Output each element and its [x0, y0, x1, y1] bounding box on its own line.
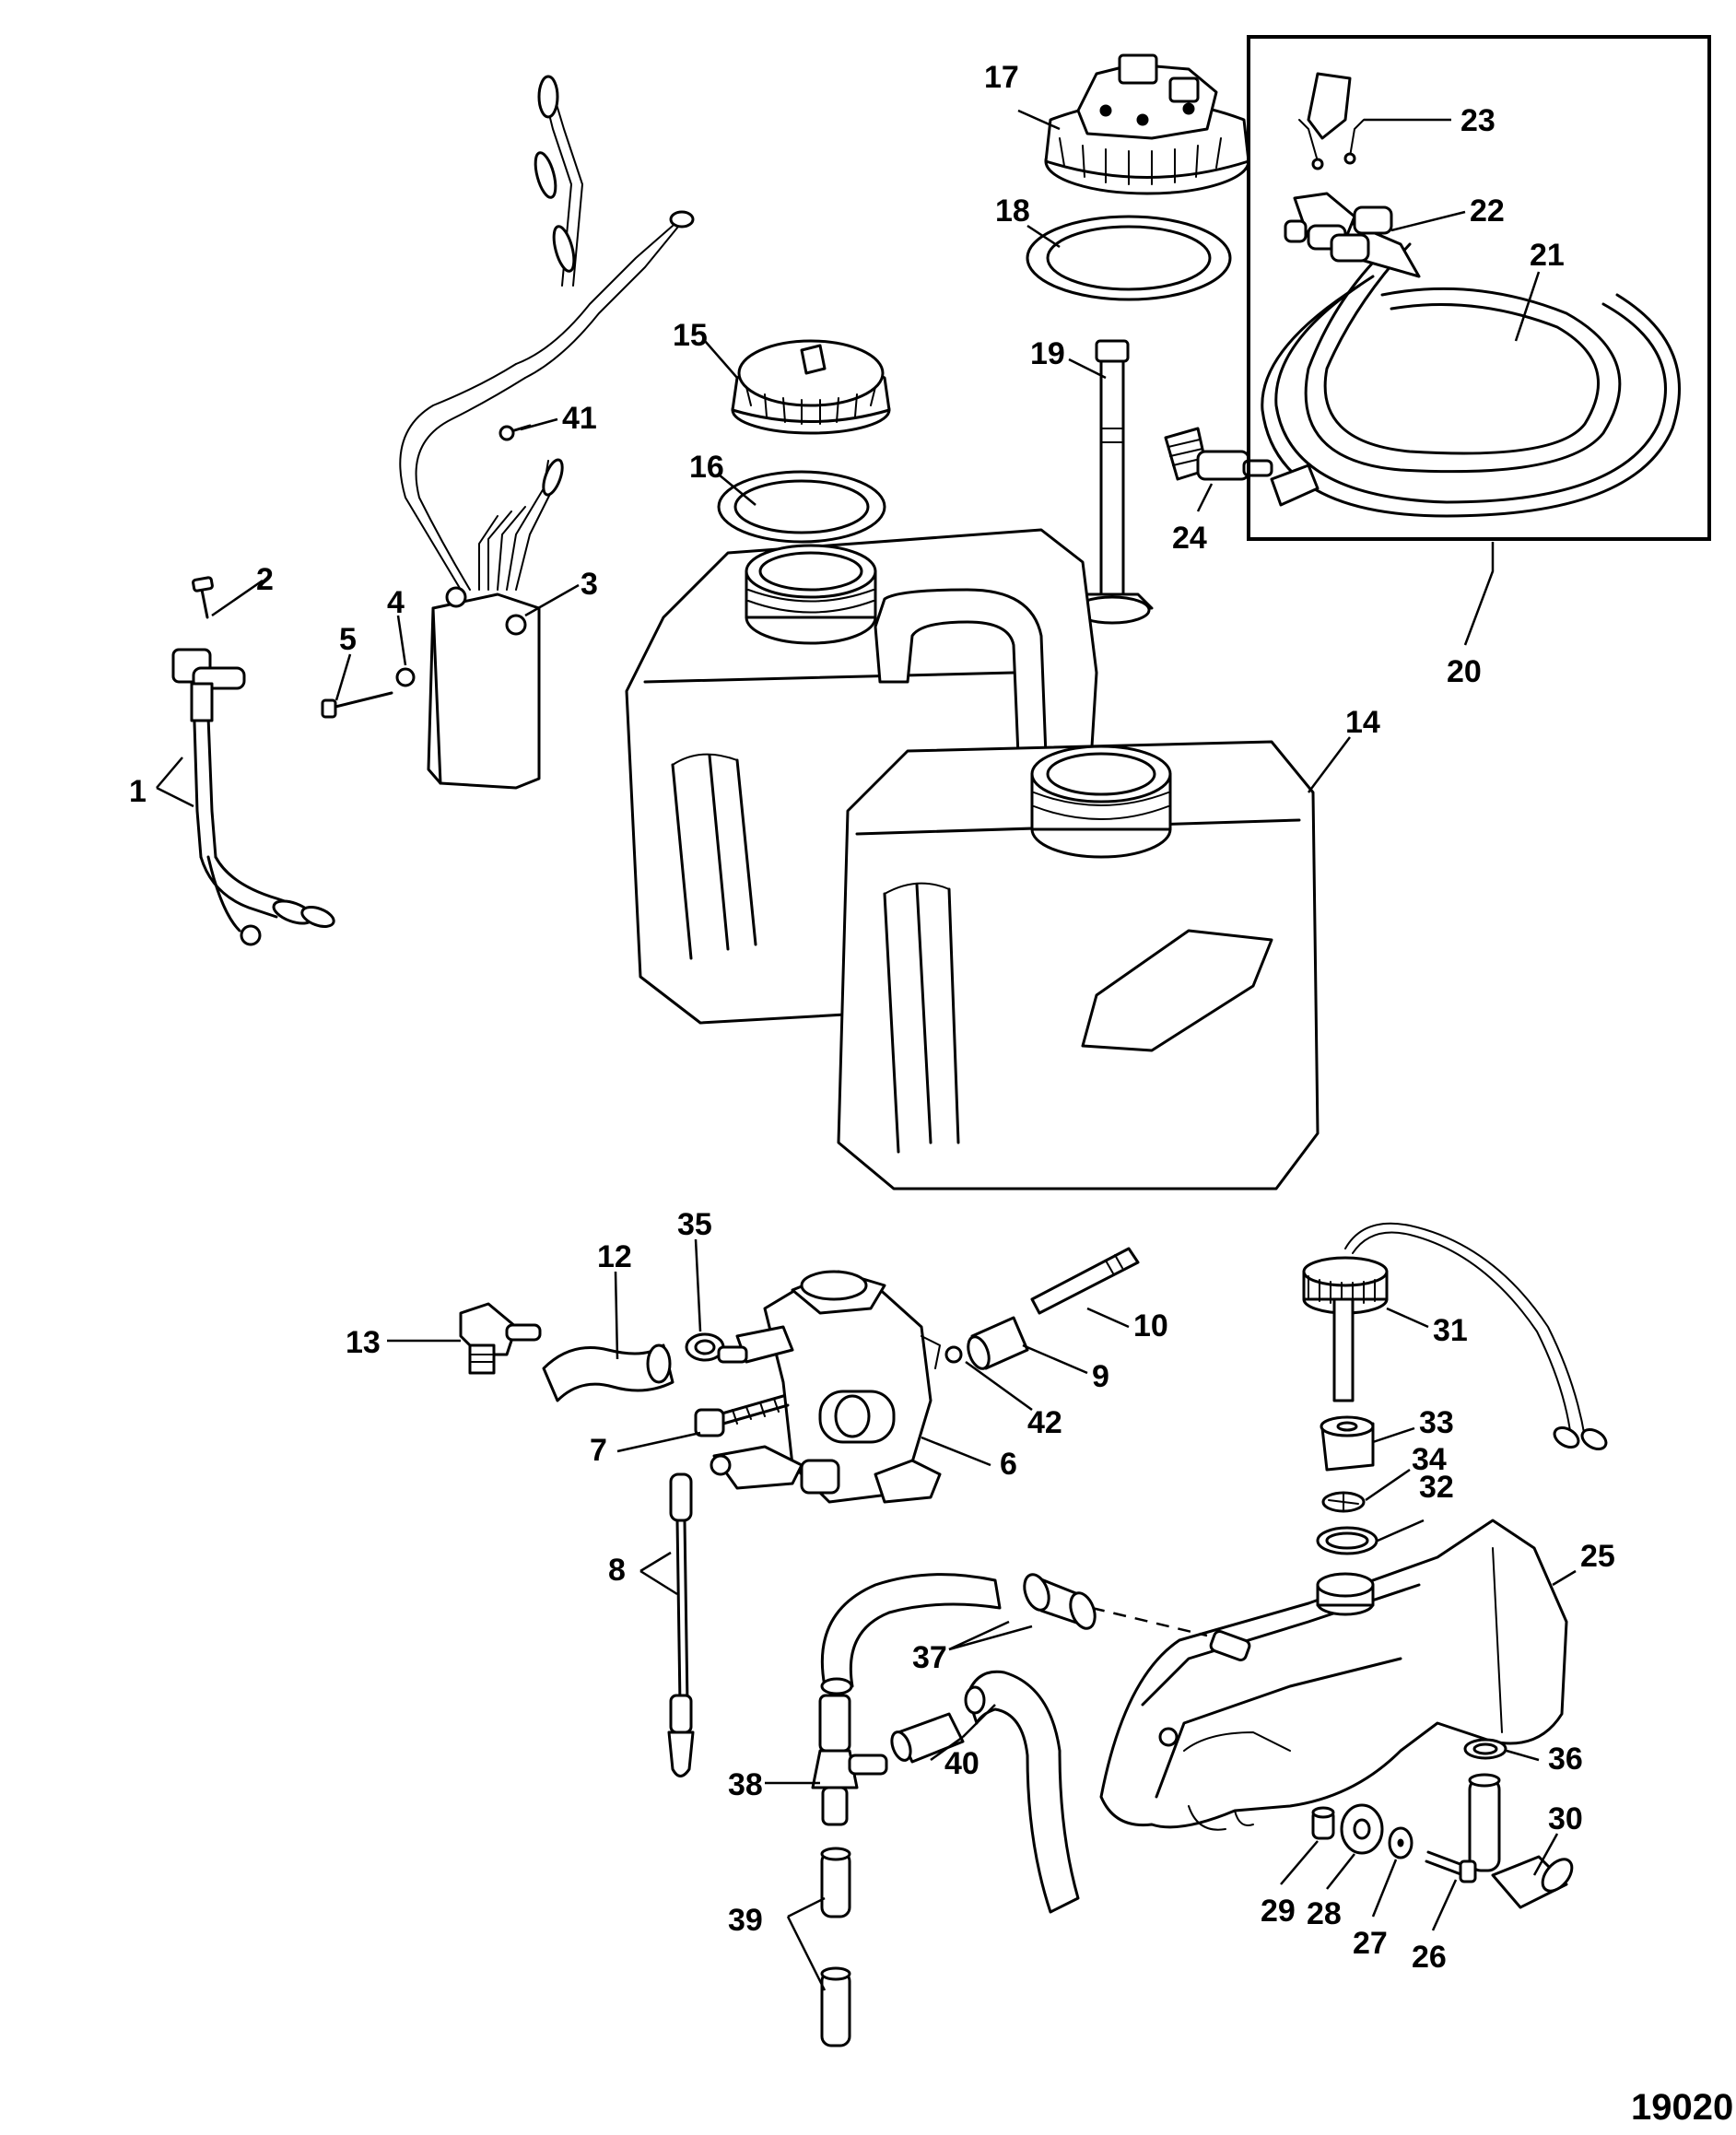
callout-labels: 1 2 3 4 5 6 7 8 9 10 12 13 14 15 16 17 1…: [129, 60, 1615, 1975]
callout-13: 13: [346, 1325, 381, 1360]
gasket-part-16: [717, 470, 886, 544]
callout-15: 15: [673, 318, 708, 353]
clip-part-23: [1298, 72, 1365, 170]
callout-24: 24: [1172, 521, 1207, 556]
callout-17: 17: [984, 60, 1019, 95]
callout-23: 23: [1460, 103, 1496, 138]
callout-33: 33: [1419, 1405, 1454, 1440]
callout-3: 3: [581, 567, 598, 602]
figure-number: 19020: [1631, 2087, 1733, 2128]
gasket-part-18: [1026, 215, 1232, 301]
callout-25: 25: [1580, 1539, 1615, 1574]
callout-8: 8: [608, 1553, 626, 1588]
callout-20: 20: [1447, 654, 1482, 689]
callout-41: 41: [562, 401, 597, 436]
washer-part-4: [395, 667, 416, 687]
callout-19: 19: [1030, 336, 1065, 371]
rod-part-10: [1030, 1247, 1140, 1315]
screw-part-5: [321, 691, 393, 719]
cap-part-15: [731, 339, 891, 435]
bushing-part-29: [1311, 1806, 1335, 1840]
callout-16: 16: [689, 450, 724, 485]
cap-sender-part-31: [1302, 1222, 1608, 1450]
callout-30: 30: [1548, 1801, 1583, 1836]
callout-42: 42: [1027, 1405, 1062, 1440]
callout-36: 36: [1548, 1742, 1583, 1777]
callout-6: 6: [1000, 1447, 1017, 1482]
callout-27: 27: [1353, 1926, 1388, 1961]
wiring-harness-part: [171, 648, 335, 946]
module-part: [399, 75, 695, 790]
callout-32: 32: [1419, 1470, 1454, 1505]
callout-2: 2: [256, 562, 274, 597]
callout-1: 1: [129, 774, 147, 809]
callout-4: 4: [387, 585, 405, 620]
oil-tank-part-14: [625, 528, 1320, 1191]
callout-12: 12: [597, 1239, 632, 1274]
hose-part-37: [820, 1573, 1097, 1695]
oil-reservoir-part-25: [1091, 1519, 1568, 1831]
pickup-tube-part-19: [1072, 339, 1154, 625]
callout-10: 10: [1133, 1308, 1168, 1343]
hose-part-40: [890, 1670, 1080, 1914]
callout-14: 14: [1345, 705, 1380, 740]
elbow-fitting-part-13: [459, 1302, 542, 1375]
clamp-part-36: [1463, 1738, 1507, 1760]
callout-35: 35: [677, 1207, 712, 1242]
bushing-part-9: [967, 1316, 1029, 1370]
leader-lines: [156, 109, 1577, 1991]
callout-29: 29: [1261, 1894, 1296, 1929]
connector-part-22: [1284, 192, 1393, 263]
sender-cap-part-17: [1044, 53, 1250, 195]
hose-part-39: [820, 1847, 851, 2047]
callout-34: 34: [1412, 1442, 1447, 1477]
fitting-part-24: [1164, 427, 1273, 481]
o-ring-part-42: [944, 1345, 963, 1364]
gasket-part-32: [1316, 1526, 1378, 1555]
hose-part-12: [542, 1343, 674, 1402]
callout-22: 22: [1470, 194, 1505, 229]
screw-part-2: [192, 576, 214, 619]
callout-37: 37: [912, 1640, 947, 1675]
callout-9: 9: [1092, 1359, 1109, 1394]
tee-fitting-part-38: [811, 1694, 888, 1826]
link-rod-part-8: [667, 1472, 695, 1777]
hose-part-30: [1468, 1773, 1574, 1909]
screw-part-26: [1425, 1850, 1477, 1883]
callout-18: 18: [995, 194, 1030, 229]
oil-pump-part-6: [710, 1270, 942, 1504]
hose-kit-box-20: [1247, 35, 1711, 541]
grommet-part-28: [1340, 1803, 1384, 1855]
callout-38: 38: [728, 1767, 763, 1802]
screw-part-7: [694, 1394, 790, 1437]
callout-21: 21: [1530, 238, 1565, 273]
callout-40: 40: [944, 1746, 979, 1781]
lockwasher-part-34: [1321, 1491, 1366, 1513]
callout-28: 28: [1307, 1896, 1342, 1931]
callout-31: 31: [1433, 1313, 1468, 1348]
washer-part-27: [1388, 1826, 1413, 1859]
callout-5: 5: [339, 622, 357, 657]
callout-26: 26: [1412, 1940, 1447, 1975]
callout-7: 7: [590, 1433, 607, 1468]
nut-part-33: [1320, 1415, 1375, 1472]
callout-39: 39: [728, 1903, 763, 1938]
